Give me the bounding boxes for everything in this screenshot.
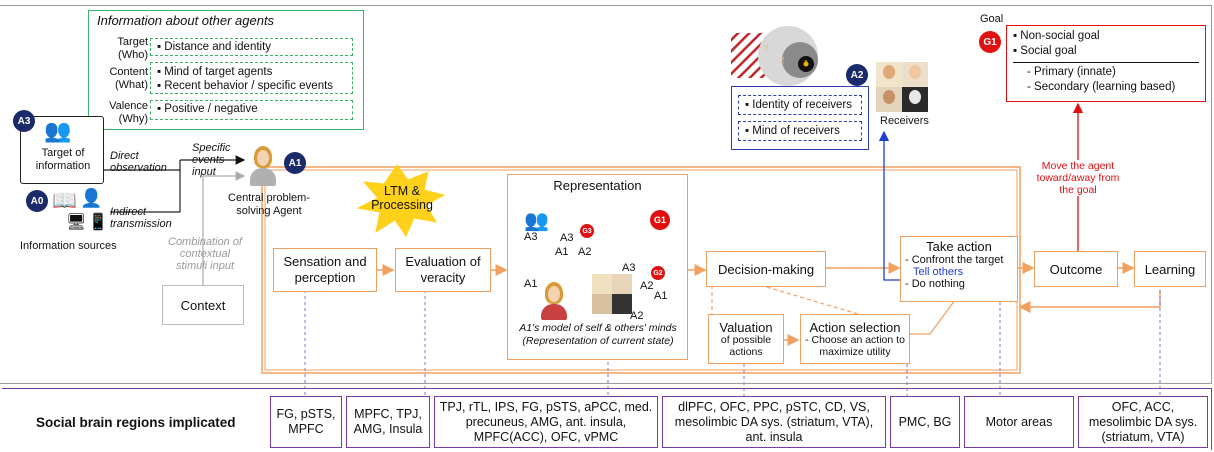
identity-of-receivers: ▪ Identity of receivers (738, 95, 862, 115)
direct-observation-label: Direct observation (110, 150, 167, 175)
book-icon: 📖 (52, 190, 77, 212)
row-target-label: Target(Who) (117, 36, 148, 61)
mind-of-receivers: ▪ Mind of receivers (738, 121, 862, 141)
goal-box: ▪ Non-social goal ▪ Social goal - Primar… (1006, 25, 1206, 102)
evaluation-box: Evaluation of veracity (395, 248, 491, 292)
rep-a2b: A2 (640, 280, 654, 292)
action-tell-others: Tell others (913, 266, 964, 278)
take-action-box: Take action - Confront the target Tell o… (900, 236, 1018, 302)
rep-g1-badge: G1 (650, 210, 670, 230)
rep-g2-badge: G2 (651, 266, 665, 280)
action-do-nothing: - Do nothing (905, 278, 965, 290)
region-learning: OFC, ACC, mesolimbic DA sys. (striatum, … (1078, 396, 1208, 448)
ltm-label: LTM & Processing (371, 184, 433, 213)
take-action-title: Take action (926, 239, 992, 254)
indirect-transmission-label: Indirect transmission (110, 206, 172, 231)
a2-badge: A2 (846, 64, 868, 86)
rep-a3b: A3 (560, 232, 574, 244)
row-valence-label: Valence(Why) (109, 100, 148, 125)
context-box: Context (162, 285, 244, 325)
rep-g3-badge: G3 (580, 224, 594, 238)
receivers-label: Receivers (880, 115, 929, 127)
info-panel: Information about other agents (88, 10, 364, 130)
region-representation: TPJ, rTL, IPS, FG, pSTS, aPCC, med. prec… (434, 396, 658, 448)
receivers-panel (731, 86, 869, 150)
phone-icon: 📱 (88, 214, 108, 231)
representation-caption: A1's model of self & others' minds (Repr… (519, 322, 677, 347)
selection-title: Action selection (809, 320, 901, 335)
rep-a3c: A3 (622, 262, 636, 274)
rep-a1b: A1 (524, 278, 538, 290)
target-of-information-label: Target of information (35, 147, 91, 172)
rep-a2c: A2 (630, 310, 644, 322)
circle-number-3: 3 (764, 44, 769, 53)
goal-primary: - Primary (innate) (1027, 65, 1116, 78)
content-items: ▪ Mind of target agents ▪ Recent behavio… (150, 62, 353, 94)
goal-g1-badge: G1 (979, 31, 1001, 53)
valuation-title: Valuation (719, 320, 773, 335)
rep-a3a: A3 (524, 231, 538, 243)
decision-box: Decision-making (706, 251, 826, 287)
person-icon: 👤 (80, 188, 103, 208)
regions-frame (2, 388, 1212, 450)
rep-a1a: A1 (555, 246, 569, 258)
goal-arrow-label: Move the agent toward/away from the goal (1034, 160, 1122, 197)
learning-box: Learning (1134, 251, 1206, 287)
rep-a2a: A2 (578, 246, 592, 258)
group-icon-small: 👥 (524, 210, 549, 232)
combination-label: Combination of contextual stimuli input (168, 236, 242, 273)
a3-badge: A3 (13, 110, 35, 132)
regions-title: Social brain regions implicated (36, 415, 236, 430)
people-group-icon: 👥 (44, 118, 72, 143)
goal-secondary: - Secondary (learning based) (1027, 80, 1176, 93)
selection-sub: - Choose an action to maximize utility (805, 334, 905, 358)
outcome-box: Outcome (1034, 251, 1118, 287)
region-evaluation: MPFC, TPJ, AMG, Insula (346, 396, 430, 448)
rep-receivers-photos (592, 274, 634, 318)
row-content-label: Content(What) (109, 66, 148, 91)
top-frame (0, 5, 1212, 384)
rep-a1c: A1 (654, 290, 668, 302)
computer-icon: 🖥 (66, 214, 87, 231)
specific-events-label: Specific events input (192, 142, 231, 179)
sensation-box: Sensation and perception (273, 248, 377, 292)
circle-number-2: 2 (780, 56, 785, 65)
region-sensation: FG, pSTS, MPFC (270, 396, 342, 448)
valuation-sub: of possible actions (720, 334, 772, 358)
target-item: ▪ Distance and identity (150, 38, 353, 56)
agent-label: Central problem-solving Agent (228, 192, 310, 217)
selection-box: Action selection - Choose an action to m… (800, 314, 910, 364)
receivers-photos (876, 62, 928, 112)
circle-number-1: 1 (804, 59, 809, 68)
rep-agent-avatar (540, 282, 568, 320)
action-confront: - Confront the target (905, 254, 1004, 266)
region-action: Motor areas (964, 396, 1074, 448)
ltm-star (356, 164, 446, 238)
info-panel-title: Information about other agents (97, 13, 275, 28)
region-decision: dlPFC, OFC, PPC, pSTC, CD, VS, mesolimbi… (662, 396, 886, 448)
representation-title: Representation (553, 178, 642, 193)
target-bubble (20, 116, 104, 184)
region-selection: PMC, BG (890, 396, 960, 448)
agent-avatar (248, 146, 278, 188)
information-sources-label: Information sources (20, 240, 117, 252)
a1-badge: A1 (284, 152, 306, 174)
goal-caption: Goal (980, 13, 1004, 25)
valuation-box: Valuation of possible actions (708, 314, 784, 364)
a0-badge: A0 (26, 190, 48, 212)
valence-item: ▪ Positive / negative (150, 100, 353, 120)
